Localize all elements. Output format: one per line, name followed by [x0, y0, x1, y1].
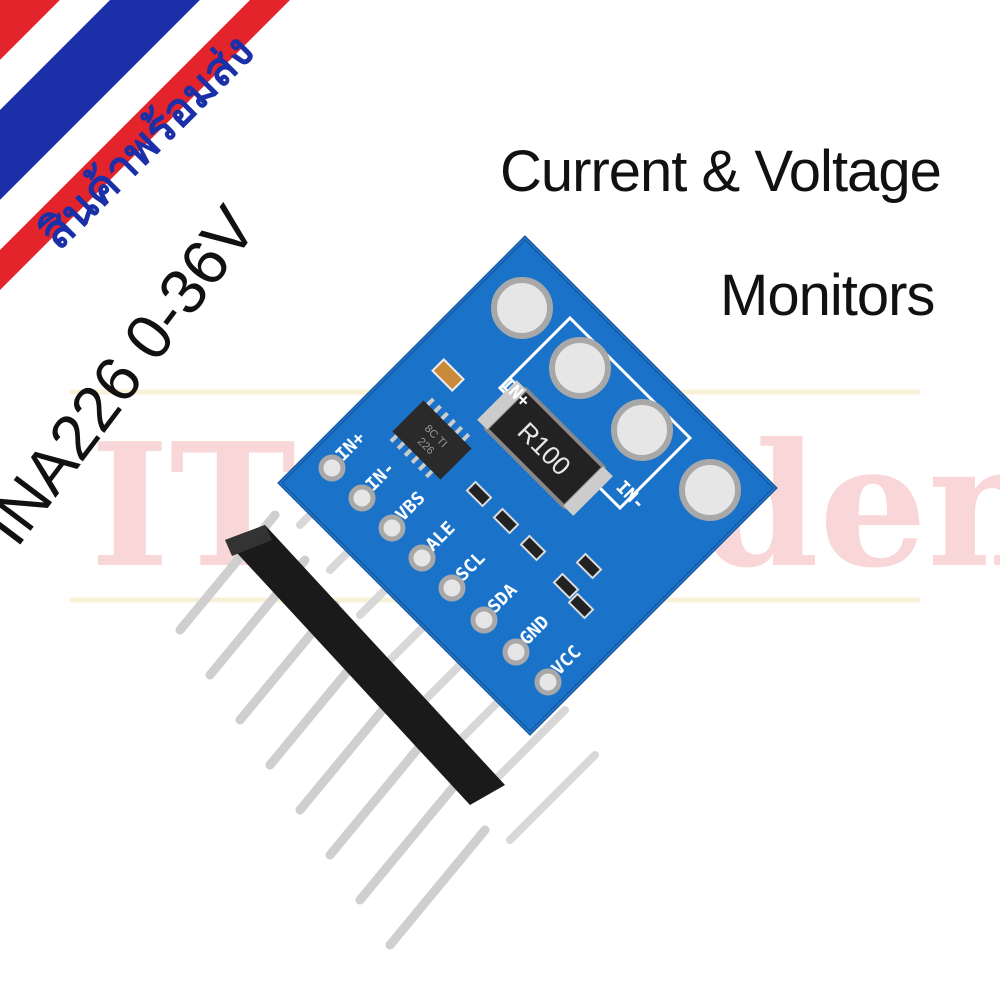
mount-hole-right: [679, 459, 741, 521]
flag-ribbon: [0, 0, 290, 290]
terminal-in-minus: [611, 399, 673, 461]
capacitor: [431, 358, 465, 392]
smd-resistors: [465, 480, 603, 620]
terminal-in-plus: [549, 337, 611, 399]
terminal-outline: [497, 315, 693, 511]
headline-line-1: Current & Voltage: [500, 139, 942, 204]
pcb-board: R100 8C TI 226: [277, 235, 778, 736]
ina226-chip: 8C TI 226: [389, 397, 472, 480]
header-plastic: [225, 525, 505, 805]
headline-line-2: Monitors: [720, 263, 935, 328]
header-pads: [318, 454, 562, 696]
mount-hole-top: [491, 277, 553, 339]
